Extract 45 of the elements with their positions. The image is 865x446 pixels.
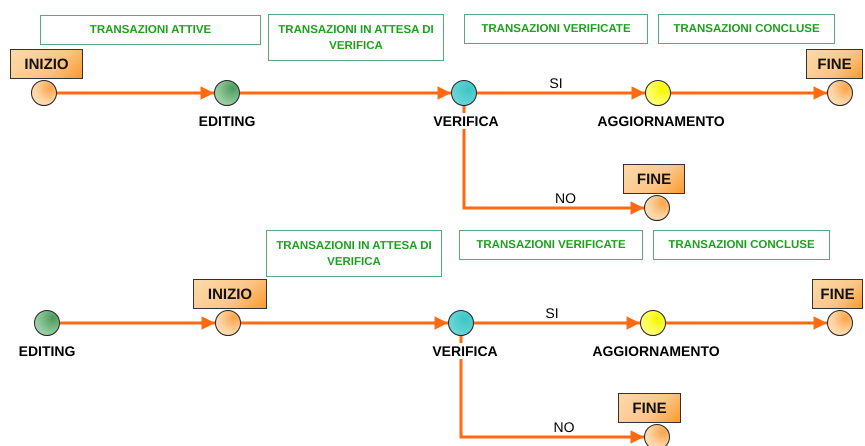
state-tag: INIZIO [10, 49, 83, 79]
state-name: VERIFICA [431, 343, 499, 359]
stage-label-box: TRANSAZIONI VERIFICATE [464, 14, 648, 44]
state-circle [215, 310, 241, 336]
state-circle [448, 310, 474, 336]
flow-arrow [60, 316, 215, 330]
state-circle [644, 424, 670, 446]
state-tag: FINE [618, 393, 681, 423]
state-tag: FINE [623, 164, 685, 194]
stage-label-box: TRANSAZIONI IN ATTESA DI VERIFICA [268, 14, 444, 61]
state-circle [34, 310, 60, 336]
stage-label-box: TRANSAZIONI ATTIVE [40, 15, 261, 45]
state-circle [451, 80, 477, 106]
stage-label-box: TRANSAZIONI CONCLUSE [658, 14, 835, 44]
stage-label-box: TRANSAZIONI CONCLUSE [653, 230, 830, 260]
flow-arrow [57, 86, 214, 100]
state-circle [31, 80, 57, 106]
edge-label: NO [552, 420, 576, 435]
flow-arrow [666, 316, 827, 330]
state-tag: FINE [812, 279, 863, 309]
state-circle [827, 310, 853, 336]
edge-label: SI [544, 306, 560, 321]
state-name: EDITING [198, 113, 256, 129]
state-circle [644, 195, 670, 221]
flow-arrow [474, 316, 640, 330]
state-name: VERIFICA [432, 113, 500, 129]
state-name: AGGIORNAMENTO [591, 343, 721, 359]
flow-arrow [460, 336, 644, 444]
edge-label: NO [554, 191, 577, 206]
stage-label-box: TRANSAZIONI VERIFICATE [459, 230, 643, 260]
stage-label-box: TRANSAZIONI IN ATTESA DI VERIFICA [266, 230, 442, 277]
state-name: AGGIORNAMENTO [596, 113, 726, 129]
state-tag: INIZIO [193, 279, 267, 309]
state-circle [827, 80, 853, 106]
state-tag: FINE [806, 49, 863, 79]
flow-arrow [462, 106, 644, 215]
state-circle [645, 80, 671, 106]
flow-arrow [477, 86, 645, 100]
flow-arrow [671, 86, 827, 100]
flow-arrow [241, 316, 448, 330]
flow-arrow [240, 86, 451, 100]
state-name: EDITING [18, 343, 76, 359]
state-circle [640, 310, 666, 336]
state-circle [214, 80, 240, 106]
edge-label: SI [548, 76, 564, 91]
